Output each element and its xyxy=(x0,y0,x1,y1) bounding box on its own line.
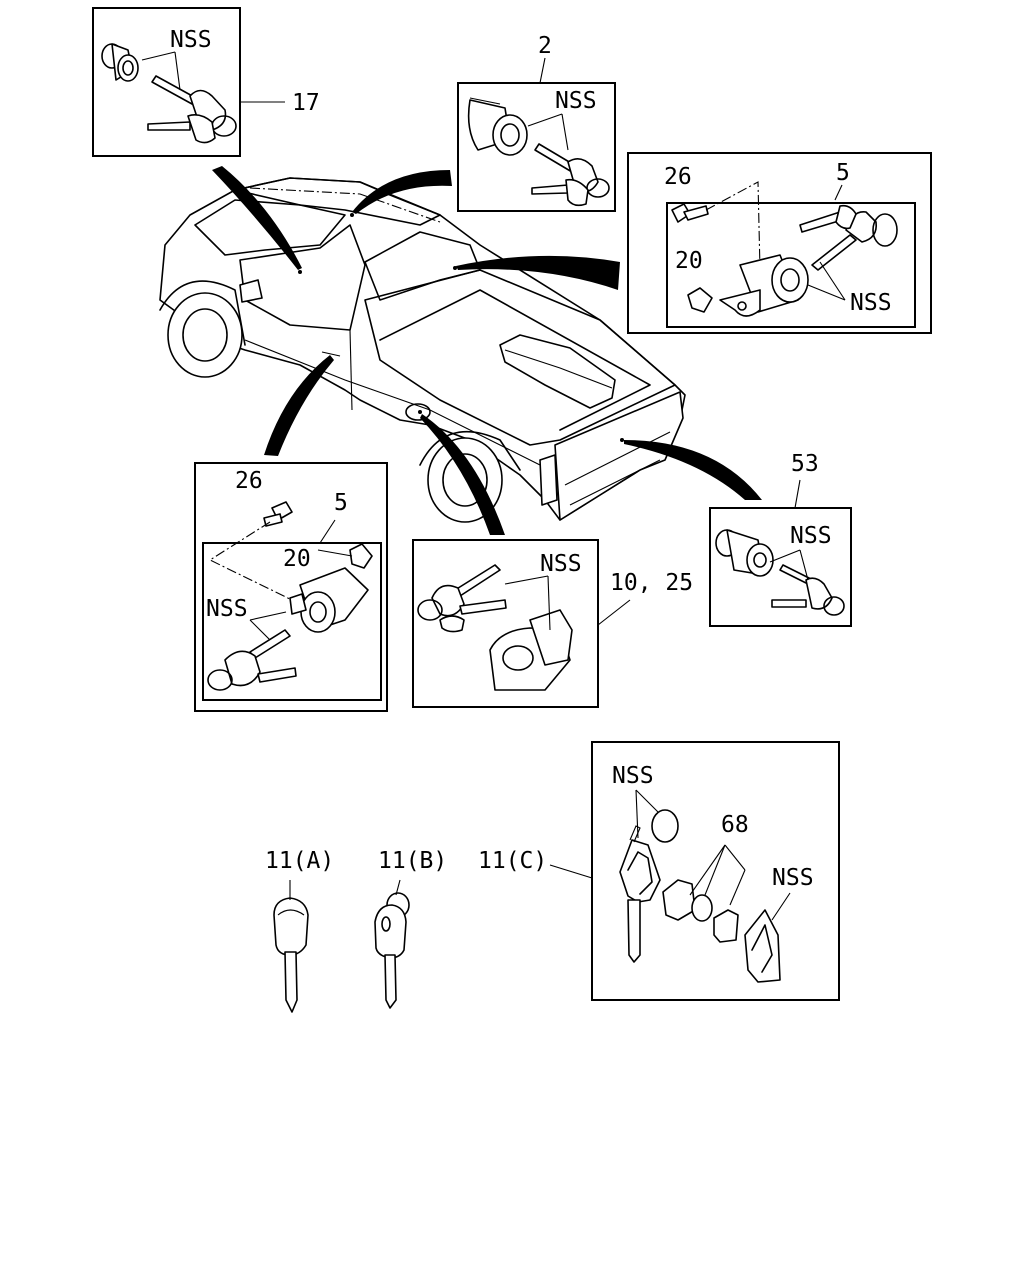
label-nss: NSS xyxy=(555,88,597,114)
key-11b: 11(B) xyxy=(374,848,447,1009)
part-box-5-lower: 26 20 NSS xyxy=(194,462,388,712)
key-blade-icon xyxy=(619,825,661,963)
label-part-53: 53 xyxy=(791,451,819,477)
door-lock-cylinder-icon xyxy=(719,254,809,317)
key-icon xyxy=(799,204,898,271)
label-nss: NSS xyxy=(772,865,814,891)
door-lock-cylinder-icon xyxy=(289,567,369,633)
label-part-5: 5 xyxy=(836,160,850,186)
key-icon xyxy=(531,143,610,207)
label-nss: NSS xyxy=(206,596,248,622)
bolt-icon xyxy=(671,203,709,223)
ring-icon xyxy=(651,809,679,843)
fuel-door-lock-icon xyxy=(489,609,573,691)
lock-cylinder-icon xyxy=(101,43,139,82)
part-box-11c: NSS 68 NSS xyxy=(591,741,840,1001)
part-box-5-upper: 26 20 NSS xyxy=(627,152,932,334)
tailgate-lock-cylinder-icon xyxy=(715,529,774,577)
label-nss: NSS xyxy=(170,27,212,53)
key-icon xyxy=(147,75,237,144)
part-box-10-25: NSS xyxy=(412,539,599,708)
label-part-11c: 11(C) xyxy=(478,848,547,874)
label-part-26: 26 xyxy=(235,468,263,494)
part-box-17: NSS xyxy=(92,7,241,157)
part-box-2: NSS xyxy=(457,82,616,212)
label-part-11a: 11(A) xyxy=(265,848,334,874)
key-11a: 11(A) xyxy=(265,848,334,1013)
key-icon xyxy=(771,564,845,616)
key-icon xyxy=(417,564,507,633)
label-nss: NSS xyxy=(540,551,582,577)
label-part-68: 68 xyxy=(721,812,749,838)
key-head-cover-icon xyxy=(744,909,781,983)
label-nss: NSS xyxy=(790,523,832,549)
label-nss: NSS xyxy=(850,290,892,316)
label-nss: NSS xyxy=(612,763,654,789)
label-part-11b: 11(B) xyxy=(378,848,447,874)
shell-part-icon xyxy=(662,879,739,943)
clip-icon xyxy=(687,287,713,313)
label-part-2: 2 xyxy=(538,33,552,59)
label-part-17: 17 xyxy=(292,90,320,116)
key-icon xyxy=(207,629,297,691)
part-box-53: NSS xyxy=(709,507,852,627)
clip-icon xyxy=(349,543,373,569)
label-part-20: 20 xyxy=(675,248,703,274)
label-part-10-25: 10, 25 xyxy=(610,570,693,596)
label-part-26: 26 xyxy=(664,164,692,190)
pickup-truck-illustration xyxy=(159,177,686,523)
ignition-cylinder-icon xyxy=(467,97,528,156)
label-part-20: 20 xyxy=(283,546,311,572)
label-part-5: 5 xyxy=(334,490,348,516)
callout-swooshes xyxy=(212,166,762,535)
